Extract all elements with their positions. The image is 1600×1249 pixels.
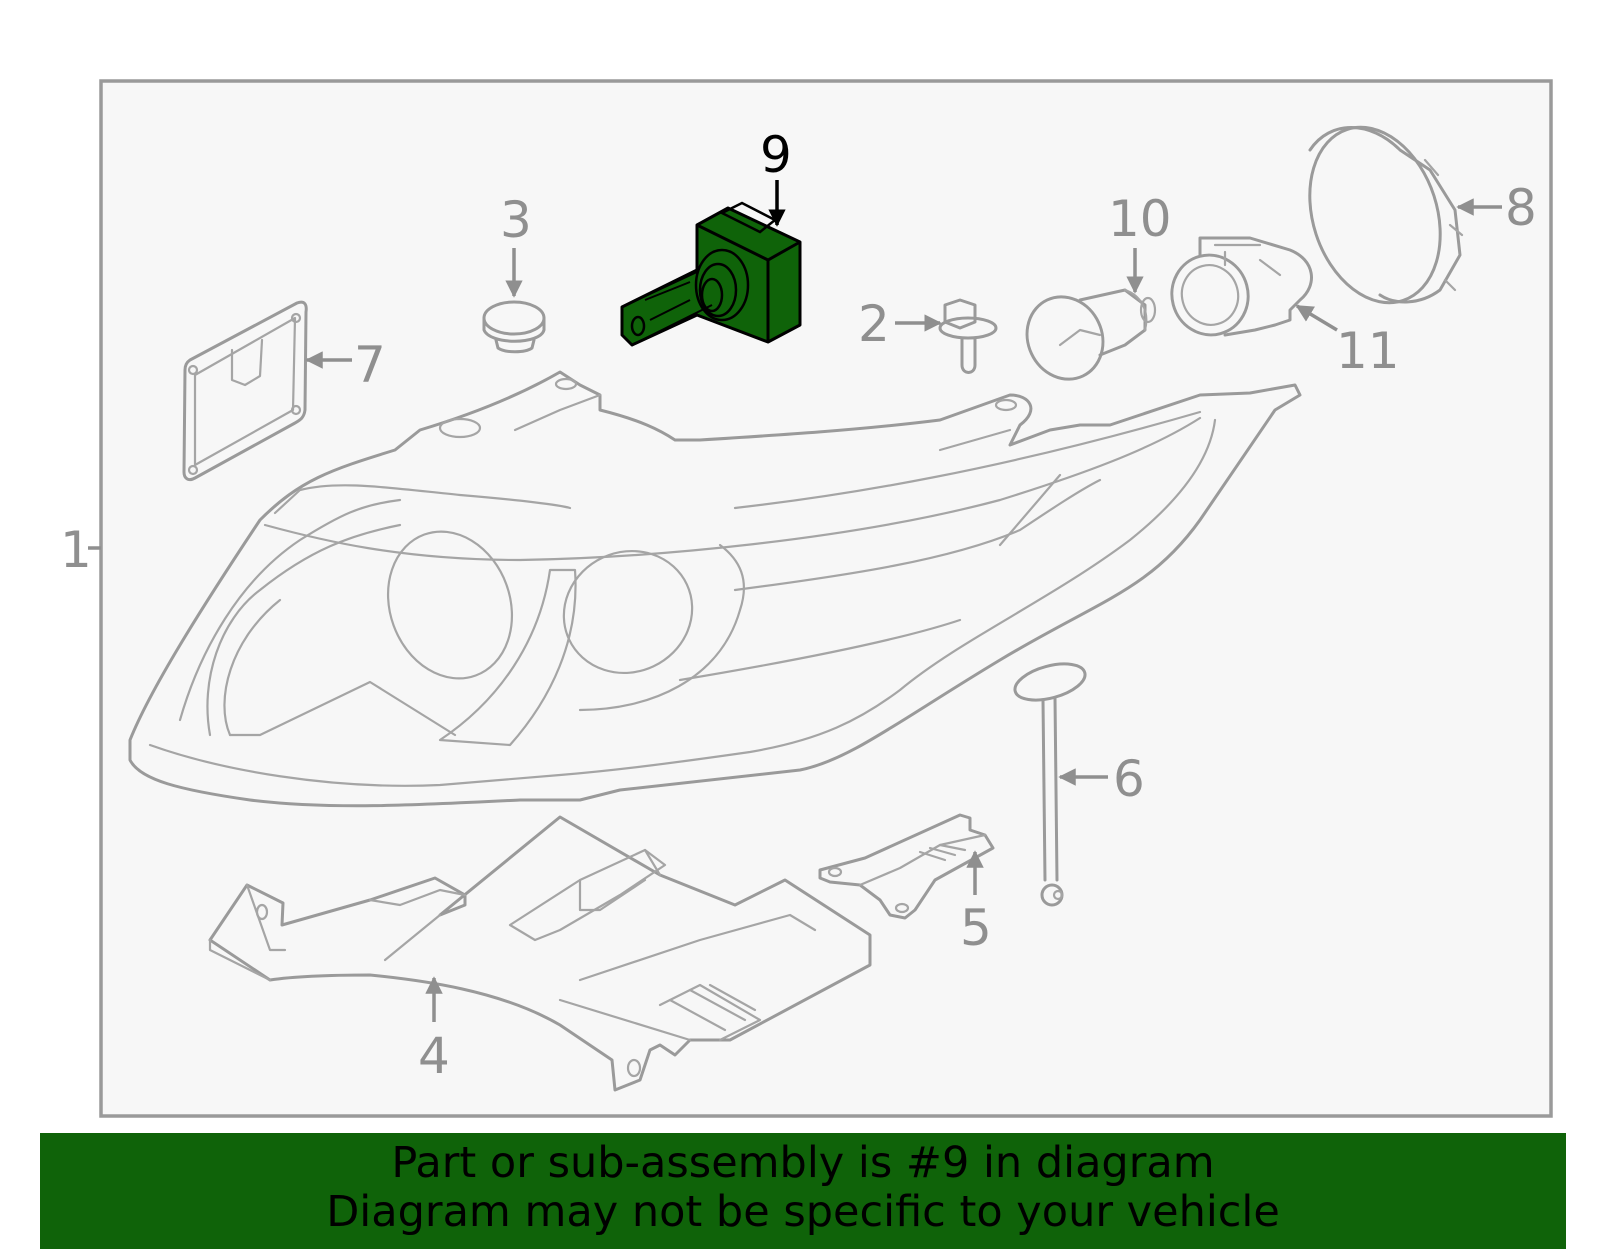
info-banner: Part or sub-assembly is #9 in diagram Di… [40,1133,1566,1249]
diagram-frame [99,79,1553,1118]
callout-4: 4 [418,1027,450,1085]
part-1-headlamp-assembly[interactable] [128,370,1302,808]
banner-line-disclaimer: Diagram may not be specific to your vehi… [326,1187,1280,1237]
callout-6: 6 [1113,750,1145,808]
callout-1: 1 [60,521,92,579]
callout-3: 3 [500,191,532,249]
callout-5: 5 [960,899,992,957]
leader-11 [1295,304,1338,332]
part-3-plug[interactable] [482,300,546,354]
part-10-bulb[interactable] [1014,284,1157,391]
part-5-bracket[interactable] [818,813,995,920]
part-8-cap[interactable] [1288,110,1464,320]
part-4-lower-cover[interactable] [208,815,872,1092]
part-7-gasket-cover[interactable] [182,300,308,482]
callout-9-highlighted: 9 [760,126,792,184]
part-11-socket[interactable] [1163,236,1313,343]
callout-11: 11 [1336,322,1400,380]
part-6-rod[interactable] [1011,657,1089,907]
callout-7: 7 [354,336,386,394]
banner-line-part-info: Part or sub-assembly is #9 in diagram [391,1138,1215,1188]
part-9-module-highlighted[interactable] [620,201,802,347]
callout-8: 8 [1505,179,1537,237]
callout-10: 10 [1108,190,1172,248]
callout-2: 2 [858,295,890,353]
